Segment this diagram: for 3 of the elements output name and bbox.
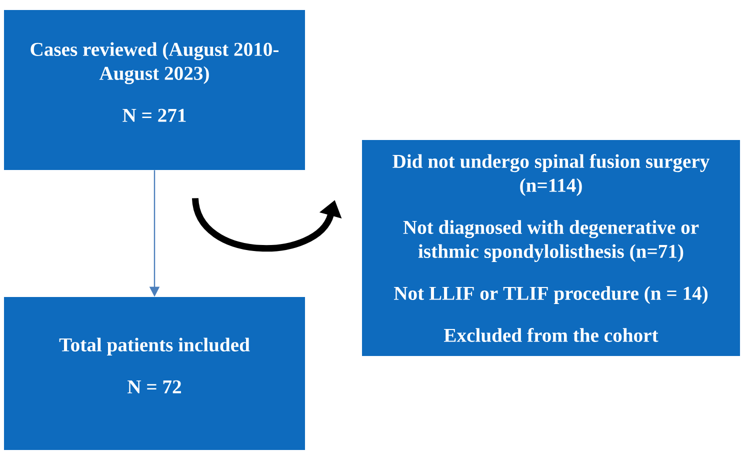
process-box: Total patients included N = 72 <box>4 297 305 450</box>
process-box: Did not undergo spinal fusion surgery (n=114) Not diagnosed with degenerative or isthmic spondylolisthesis (n=71) Not LLIF or TLIF procedure (n = 14) Excluded from the cohort <box>362 140 740 356</box>
process-box: Cases reviewed (August 2010- August 2023) N = 271 <box>4 10 305 170</box>
